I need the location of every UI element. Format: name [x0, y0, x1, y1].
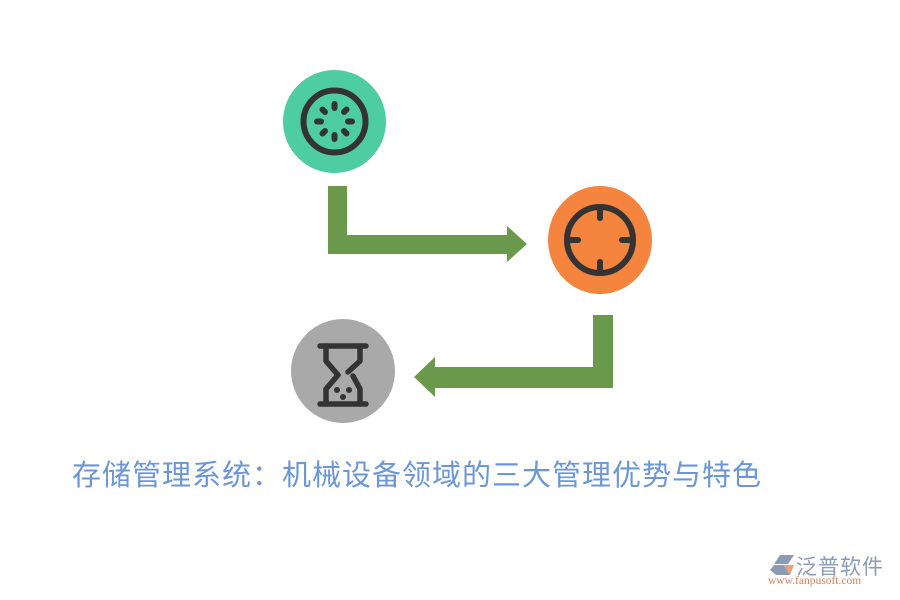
step3-node [291, 319, 395, 423]
loading-spinner-icon [300, 87, 369, 156]
logo-url: www.fanpusoft.com [768, 575, 862, 587]
arrow-step2-to-step3 [414, 315, 613, 397]
logo-name: 泛普软件 [796, 555, 884, 579]
crosshair-target-icon [564, 204, 636, 276]
logo-mark-icon [770, 555, 794, 575]
step1-node [283, 70, 386, 173]
hourglass-icon [317, 343, 369, 407]
fanpusoft-logo: 泛普软件 www.fanpusoft.com [768, 553, 898, 593]
arrow-step1-to-step2 [328, 186, 527, 262]
diagram-title: 存储管理系统：机械设备领域的三大管理优势与特色 [72, 458, 763, 492]
step2-node [548, 186, 652, 294]
